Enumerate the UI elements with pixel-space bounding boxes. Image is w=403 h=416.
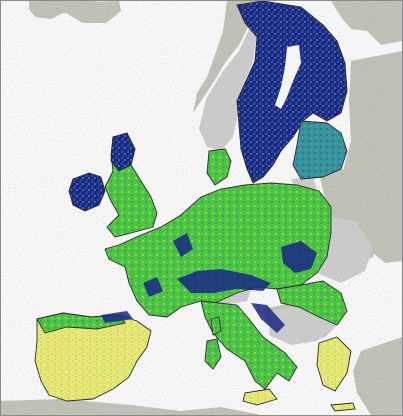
ireland-region — [68, 172, 106, 212]
iceland-land — [61, 1, 121, 23]
sardinia-region — [204, 338, 222, 370]
sicily-region — [242, 388, 278, 406]
turkey-land — [353, 337, 402, 415]
crete-region — [330, 402, 356, 412]
north-africa-land — [1, 399, 261, 415]
baltic-states-region — [292, 120, 348, 180]
greece-region — [316, 336, 352, 392]
eu-land — [34, 1, 356, 412]
denmark-region — [206, 148, 232, 186]
arctic-russia-land — [331, 1, 402, 45]
